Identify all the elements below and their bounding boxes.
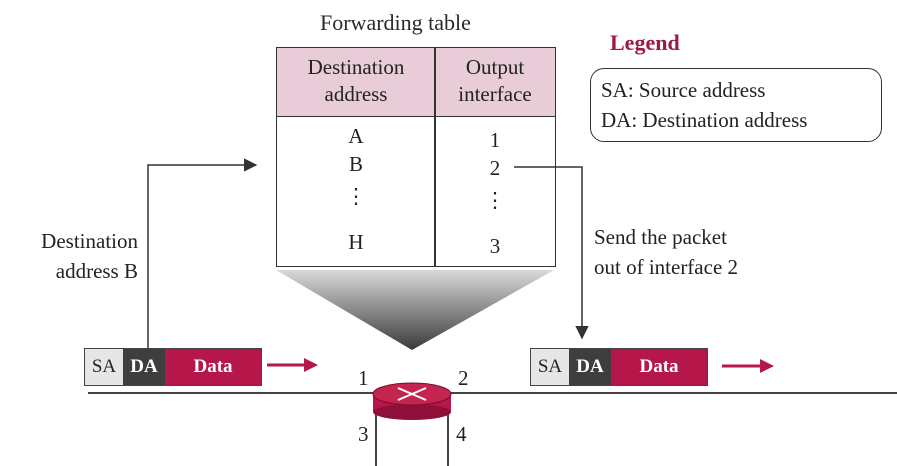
header-output-interface: Output interface bbox=[458, 55, 532, 106]
table-row-iface-1: 1 bbox=[489, 128, 501, 152]
table-row-dest-h: H bbox=[348, 230, 364, 254]
header-destination-address: Destination address bbox=[307, 55, 405, 106]
legend-box: SA: Source address DA: Destination addre… bbox=[590, 68, 882, 142]
send-packet-label: Send the packet out of interface 2 bbox=[594, 225, 739, 279]
incoming-packet: SA DA Data bbox=[84, 348, 262, 386]
port-1-label: 1 bbox=[358, 366, 369, 390]
packet-data-field: Data bbox=[165, 349, 261, 385]
table-row-iface-3: 3 bbox=[489, 234, 501, 258]
legend-item-sa: SA: Source address bbox=[601, 78, 766, 102]
table-row-iface-ellipsis: ⋮ bbox=[484, 188, 506, 212]
lookup-arrow bbox=[147, 158, 258, 348]
legend-title: Legend bbox=[610, 30, 680, 55]
packet-sa-field: SA bbox=[85, 349, 123, 385]
table-row-dest-b: B bbox=[348, 152, 363, 176]
table-row-dest-ellipsis: ⋮ bbox=[345, 184, 367, 208]
forward-arrow bbox=[514, 166, 589, 340]
packet-da-field: DA bbox=[569, 349, 611, 385]
forwarding-table: Destination address Output interface A 1… bbox=[276, 47, 556, 267]
table-row-dest-a: A bbox=[348, 124, 364, 148]
lookup-funnel bbox=[276, 270, 554, 350]
router-icon bbox=[372, 382, 452, 420]
destination-address-label: Destination address B bbox=[41, 229, 138, 283]
packet-da-field: DA bbox=[123, 349, 165, 385]
outgoing-packet: SA DA Data bbox=[530, 348, 708, 386]
port-2-label: 2 bbox=[458, 366, 469, 390]
table-title: Forwarding table bbox=[320, 10, 471, 35]
table-row-iface-2: 2 bbox=[489, 156, 501, 180]
packet-sa-field: SA bbox=[531, 349, 569, 385]
incoming-motion-arrow bbox=[267, 358, 318, 372]
port-4-label: 4 bbox=[456, 422, 467, 446]
table-column-divider bbox=[434, 48, 436, 266]
packet-data-field: Data bbox=[611, 349, 707, 385]
port-3-label: 3 bbox=[358, 422, 369, 446]
table-header-row bbox=[277, 48, 555, 117]
legend-item-da: DA: Destination address bbox=[601, 108, 808, 132]
outgoing-motion-arrow bbox=[722, 359, 774, 373]
